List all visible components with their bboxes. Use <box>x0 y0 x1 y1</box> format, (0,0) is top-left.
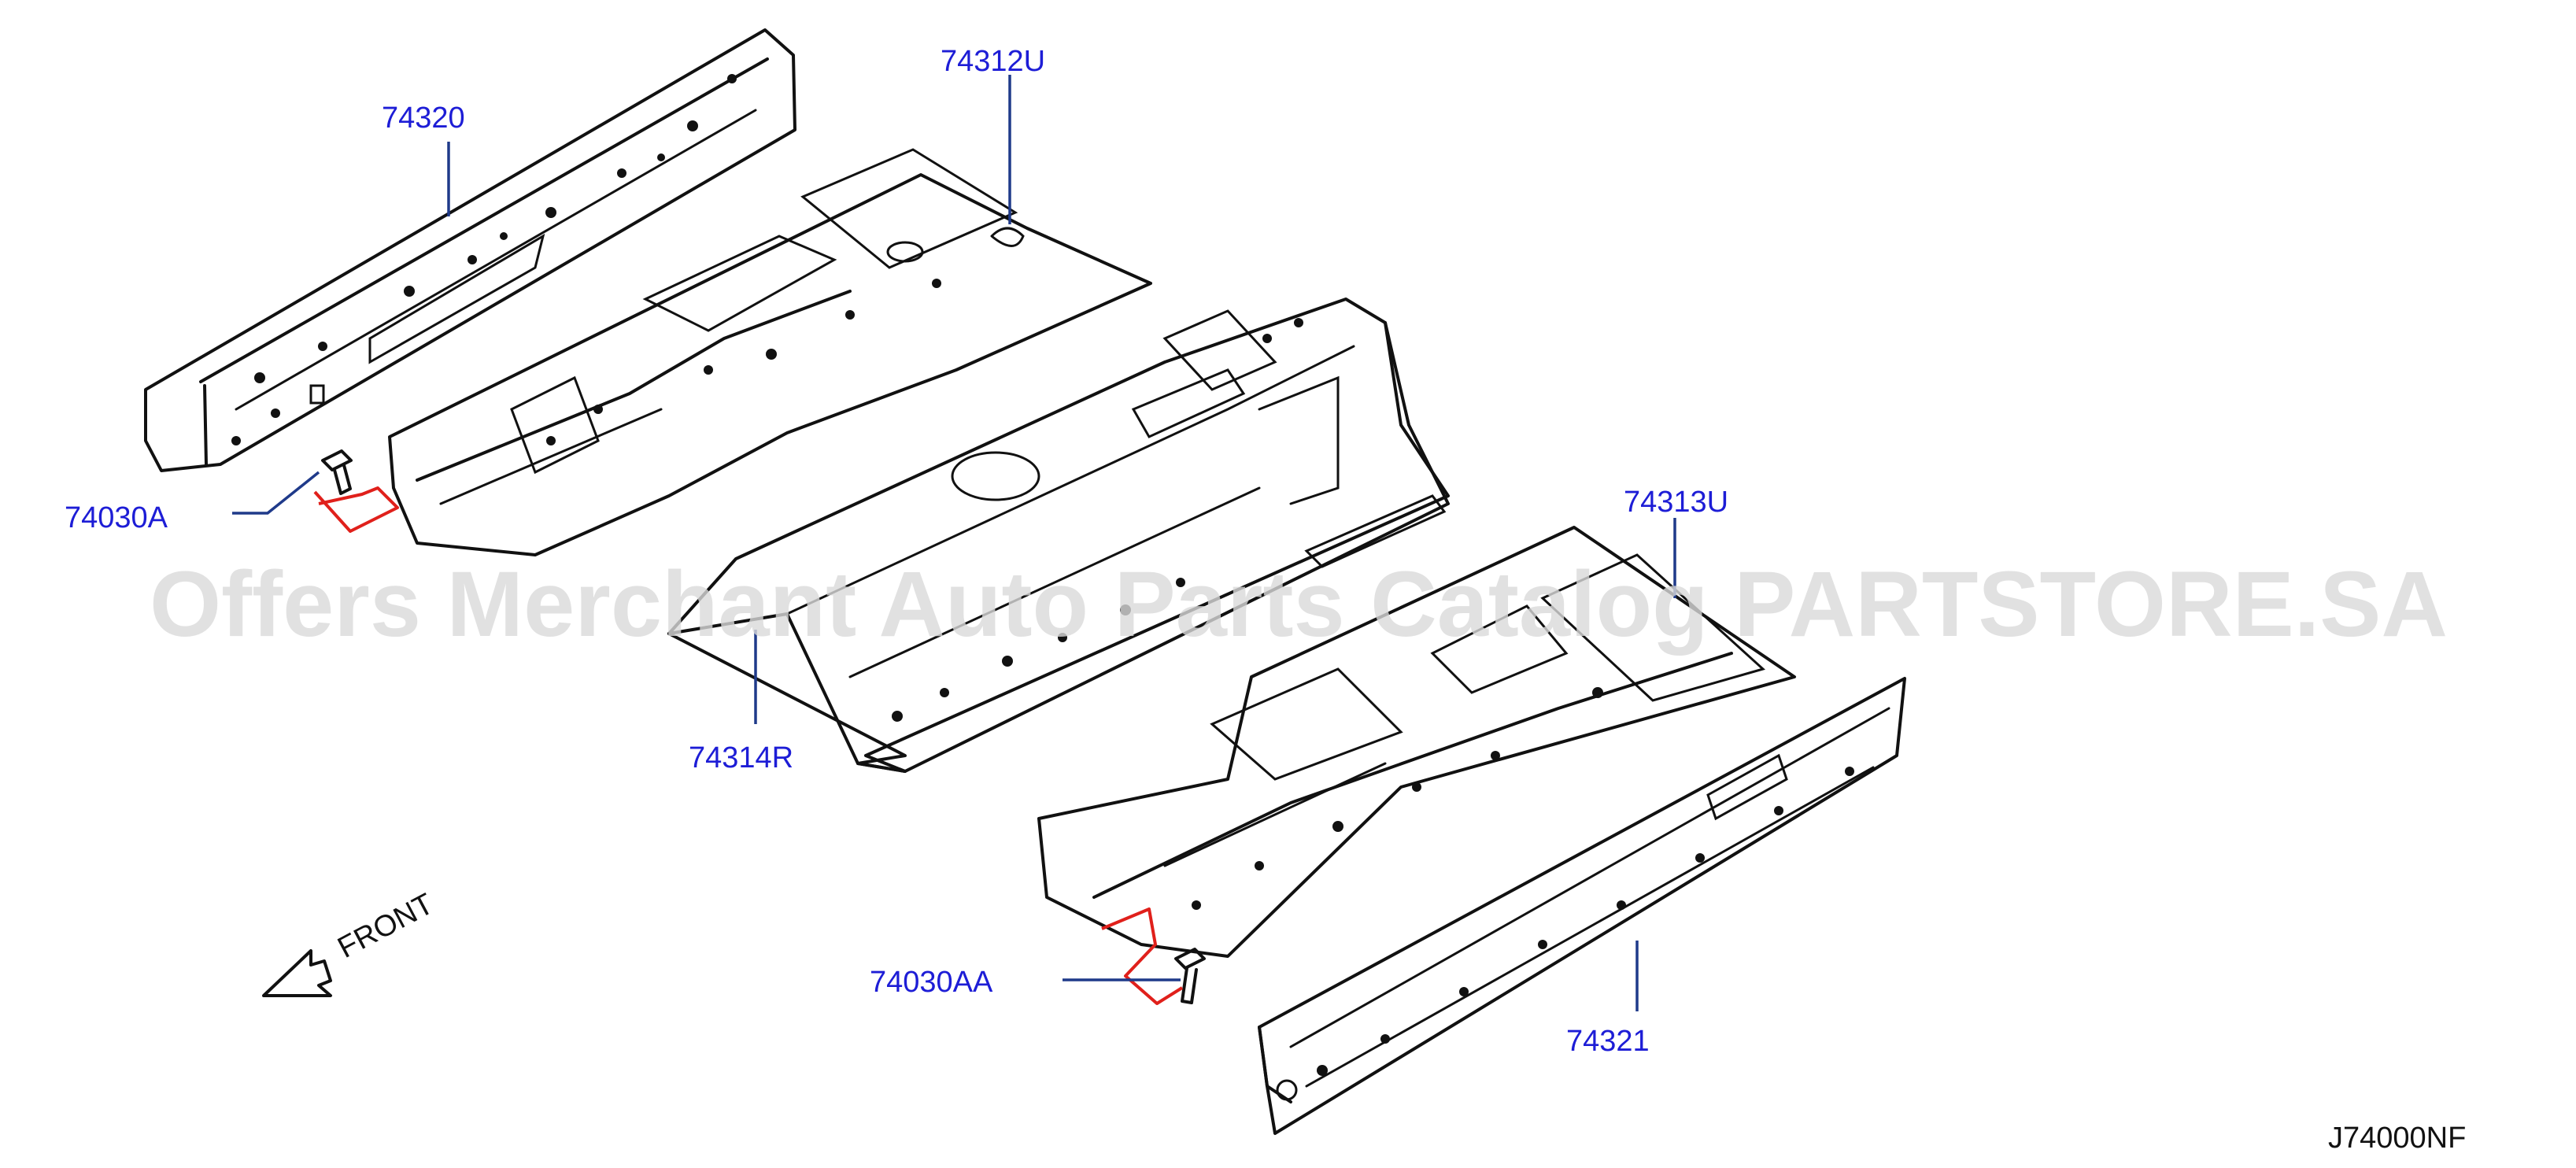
part-74320-side-sill-left[interactable] <box>144 28 796 472</box>
diagram-code: J74000NF <box>2328 1122 2466 1155</box>
callout-74030A[interactable]: 74030A <box>65 501 168 534</box>
bolt-icon[interactable] <box>321 449 353 495</box>
callout-74314R[interactable]: 74314R <box>689 741 793 774</box>
callout-74321[interactable]: 74321 <box>1566 1025 1650 1058</box>
callout-74312U[interactable]: 74312U <box>941 45 1045 78</box>
part-74314R-center-floor-tunnel[interactable] <box>667 298 1450 773</box>
bracket-74030A <box>313 486 399 533</box>
callout-74313U[interactable]: 74313U <box>1624 486 1728 519</box>
bolt-icon[interactable] <box>1174 948 1206 1004</box>
callout-74320[interactable]: 74320 <box>382 102 465 135</box>
bracket-74030AA <box>1101 907 1184 1005</box>
part-74313U-front-floor-right[interactable] <box>1037 526 1796 958</box>
watermark-text: Offers Merchant Auto Parts Catalog PARTS… <box>150 553 2448 656</box>
front-direction-label: FRONT <box>333 887 439 965</box>
part-74321-side-sill-right[interactable] <box>1258 677 1906 1135</box>
leader-lines <box>232 75 1676 1011</box>
part-74312U-front-floor-left[interactable] <box>388 148 1152 556</box>
callout-74030AA[interactable]: 74030AA <box>870 966 993 999</box>
front-arrow-icon <box>262 949 332 997</box>
